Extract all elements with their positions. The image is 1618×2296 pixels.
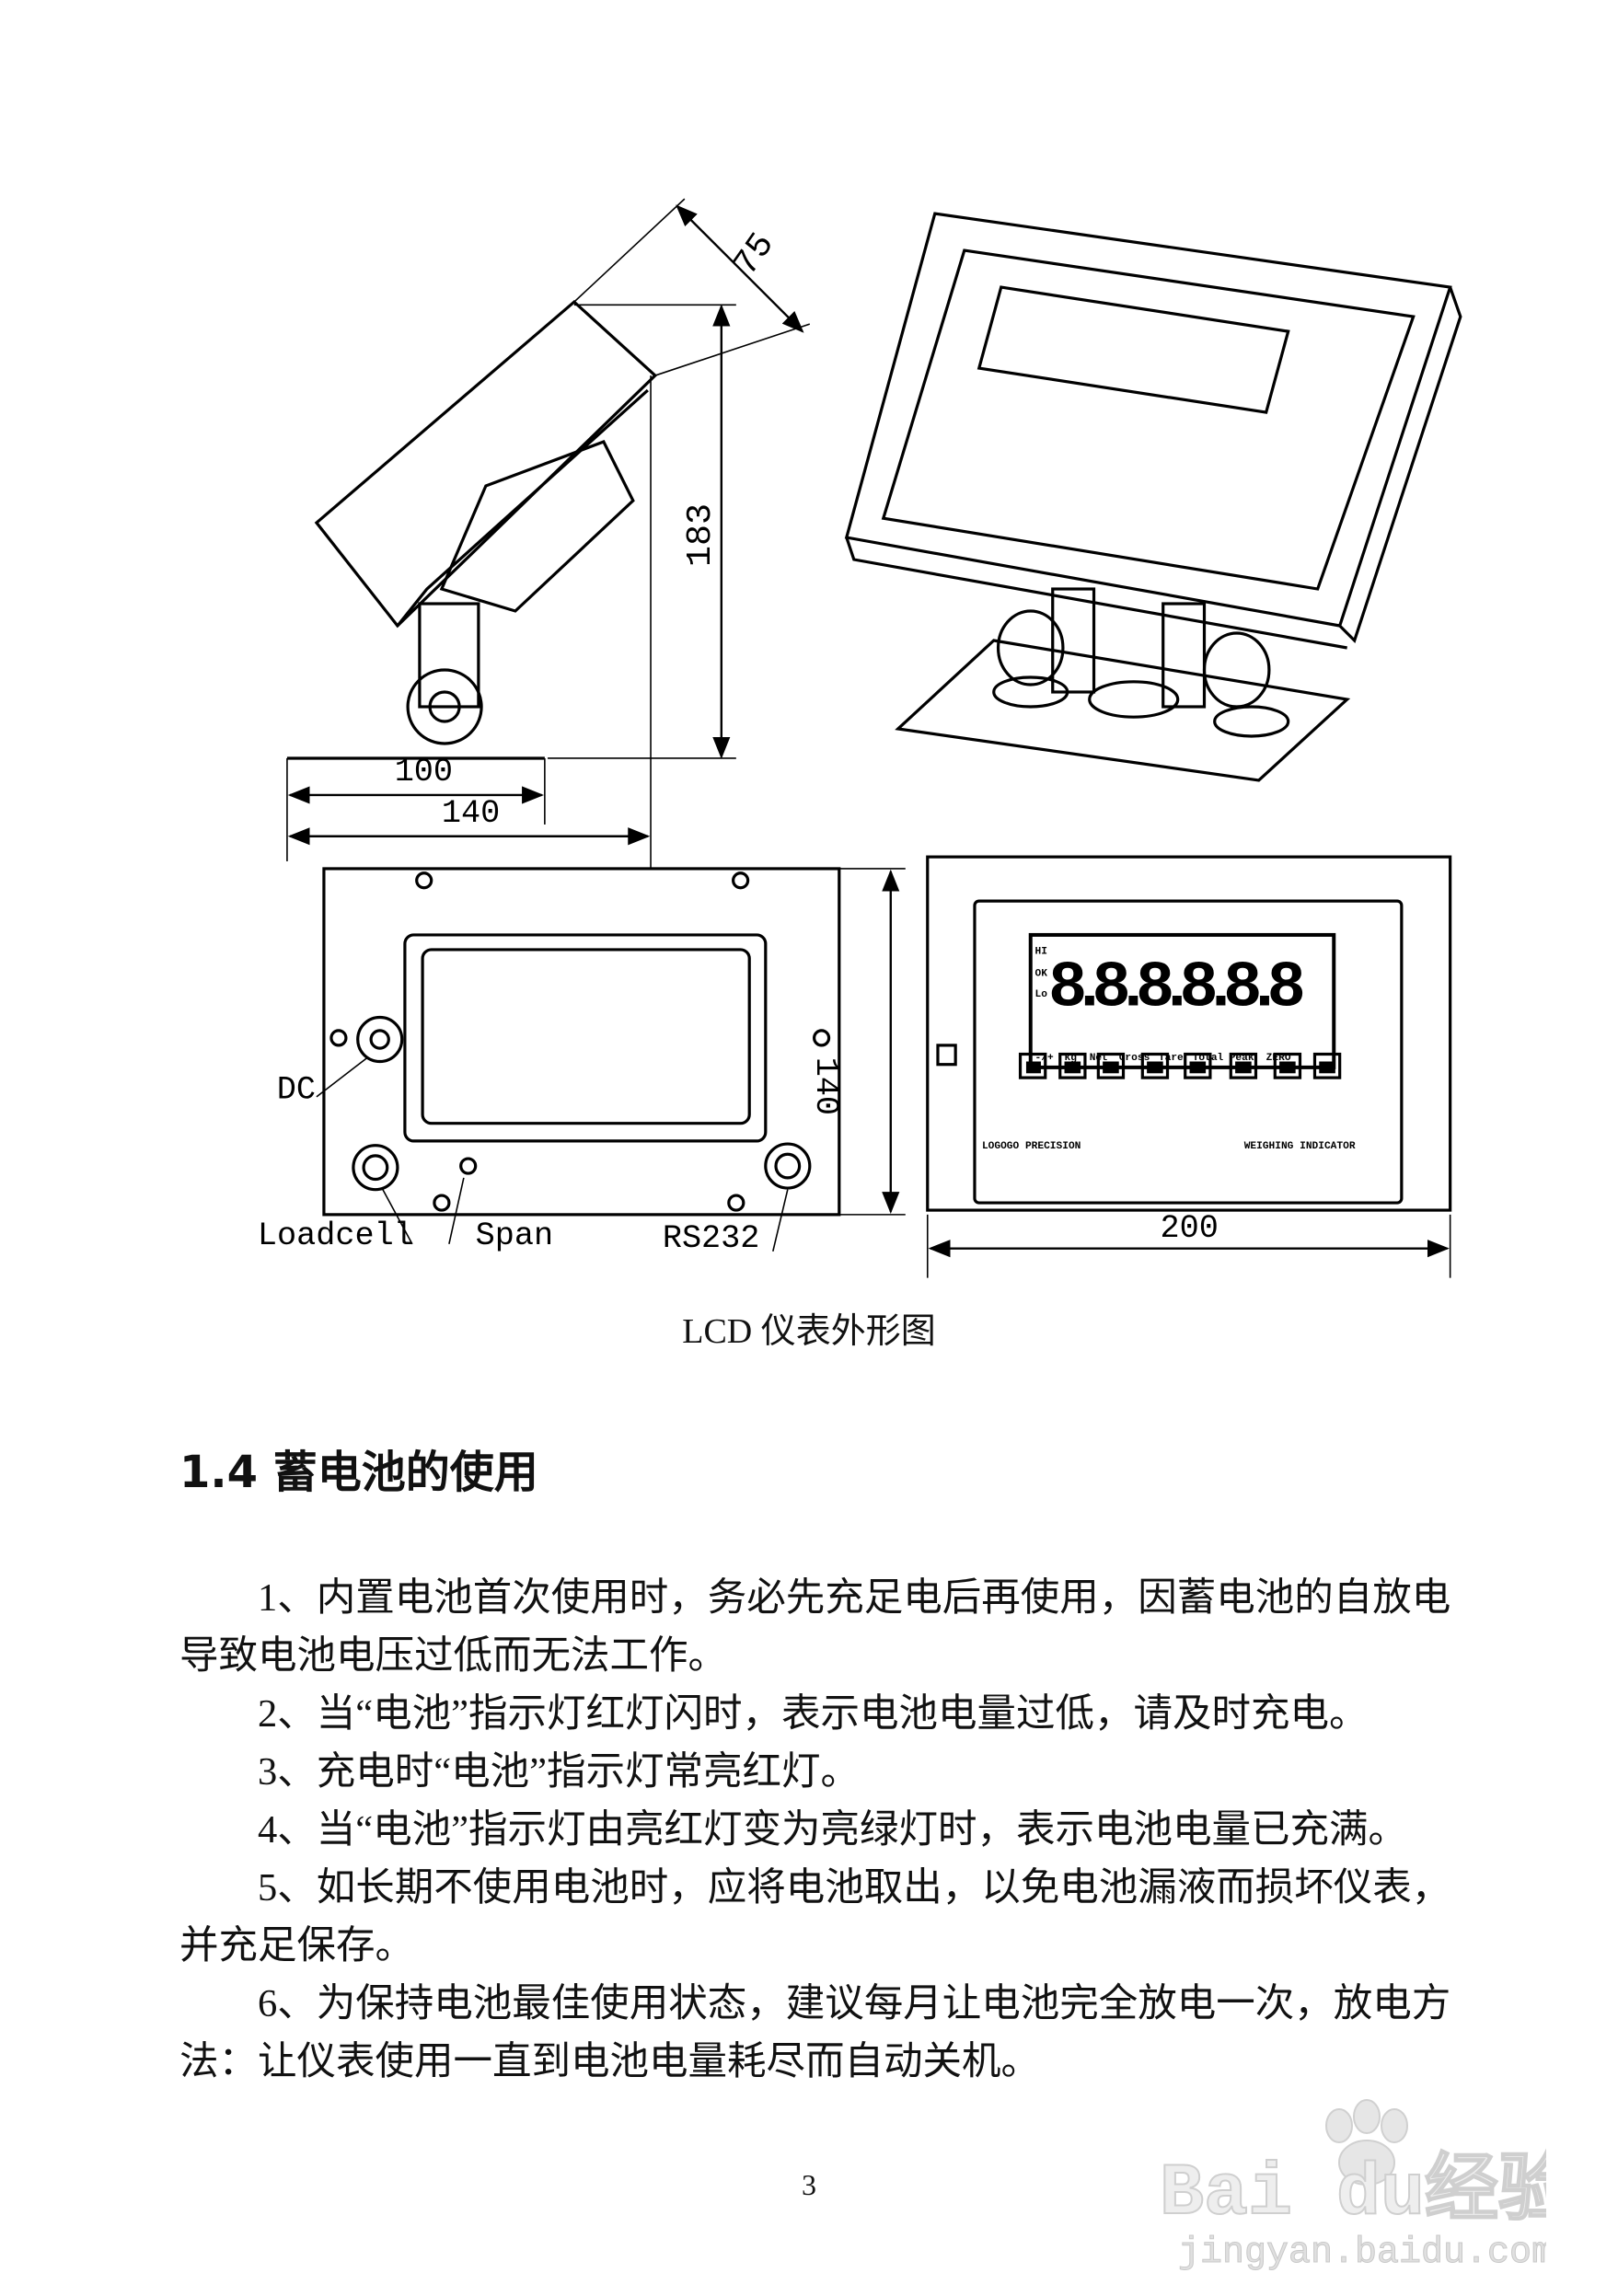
indicator-hi: HI	[1035, 947, 1047, 958]
svg-text:Bai du经验: Bai du经验	[1160, 2149, 1546, 2236]
label-dc: DC	[277, 1071, 316, 1108]
paragraph: 2、当“电池”指示灯红灯闪时，表示电池电量过低，请及时充电。	[258, 1692, 1369, 1736]
paragraph: 3、充电时“电池”指示灯常亮红灯。	[258, 1750, 860, 1794]
label-loadcell: Loadcell	[258, 1217, 413, 1254]
lcd-indicator-outline-drawing: 75 183 100 140	[258, 198, 1462, 1278]
keypad	[1018, 1052, 1342, 1079]
side-view: 75 183 100 140	[286, 198, 811, 869]
paragraph: 1、内置电池首次使用时，务必先充足电后再使用，因蓄电池的自放电导致电池电压过低而…	[179, 1576, 1451, 1678]
page-number: 3	[802, 2168, 816, 2201]
section-heading: 1.4 蓄电池的使用	[179, 1447, 538, 1498]
indicator-lo: Lo	[1035, 989, 1048, 1000]
figure-caption: LCD 仪表外形图	[682, 1312, 936, 1351]
dim-base-inner: 100	[395, 754, 453, 790]
label-span: Span	[476, 1217, 553, 1254]
isometric-view	[844, 212, 1462, 782]
label-rs232: RS232	[663, 1220, 760, 1257]
watermark-url: jingyan.baidu.com	[1178, 2233, 1546, 2273]
paragraph: 6、为保持电池最佳使用状态，建议每月让电池完全放电一次，放电方法：让仪表使用一直…	[179, 1982, 1451, 2083]
brand-label: LOGOGO PRECISION	[982, 1141, 1081, 1152]
dim-front-height: 140	[807, 1057, 844, 1115]
dim-front-width: 200	[1161, 1210, 1219, 1247]
section-body: 1、内置电池首次使用时，务必先充足电后再使用，因蓄电池的自放电导致电池电压过低而…	[179, 1569, 1486, 2091]
paragraph: 5、如长期不使用电池时，应将电池取出，以免电池漏液而损坏仪表，并充足保存。	[179, 1866, 1451, 1967]
indicator-ok: OK	[1035, 969, 1048, 980]
product-label: WEIGHING INDICATOR	[1244, 1141, 1356, 1152]
dim-base-outer: 140	[442, 795, 500, 832]
lcd-digits: 8.8.8.8.8.8	[1048, 952, 1306, 1026]
paragraph: 4、当“电池”指示灯由亮红灯变为亮绿灯时，表示电池电量已充满。	[258, 1808, 1407, 1852]
baidu-jingyan-watermark: Bai du经验 jingyan.baidu.com	[1159, 2099, 1546, 2273]
dim-depth: 75	[725, 225, 782, 283]
rear-view: DC Loadcell Span RS232 140	[258, 867, 906, 1257]
front-view: 8.8.8.8.8.8 HI OK Lo -/+ kg Net Gross Ta…	[926, 855, 1452, 1278]
dim-height: 183	[680, 503, 721, 567]
